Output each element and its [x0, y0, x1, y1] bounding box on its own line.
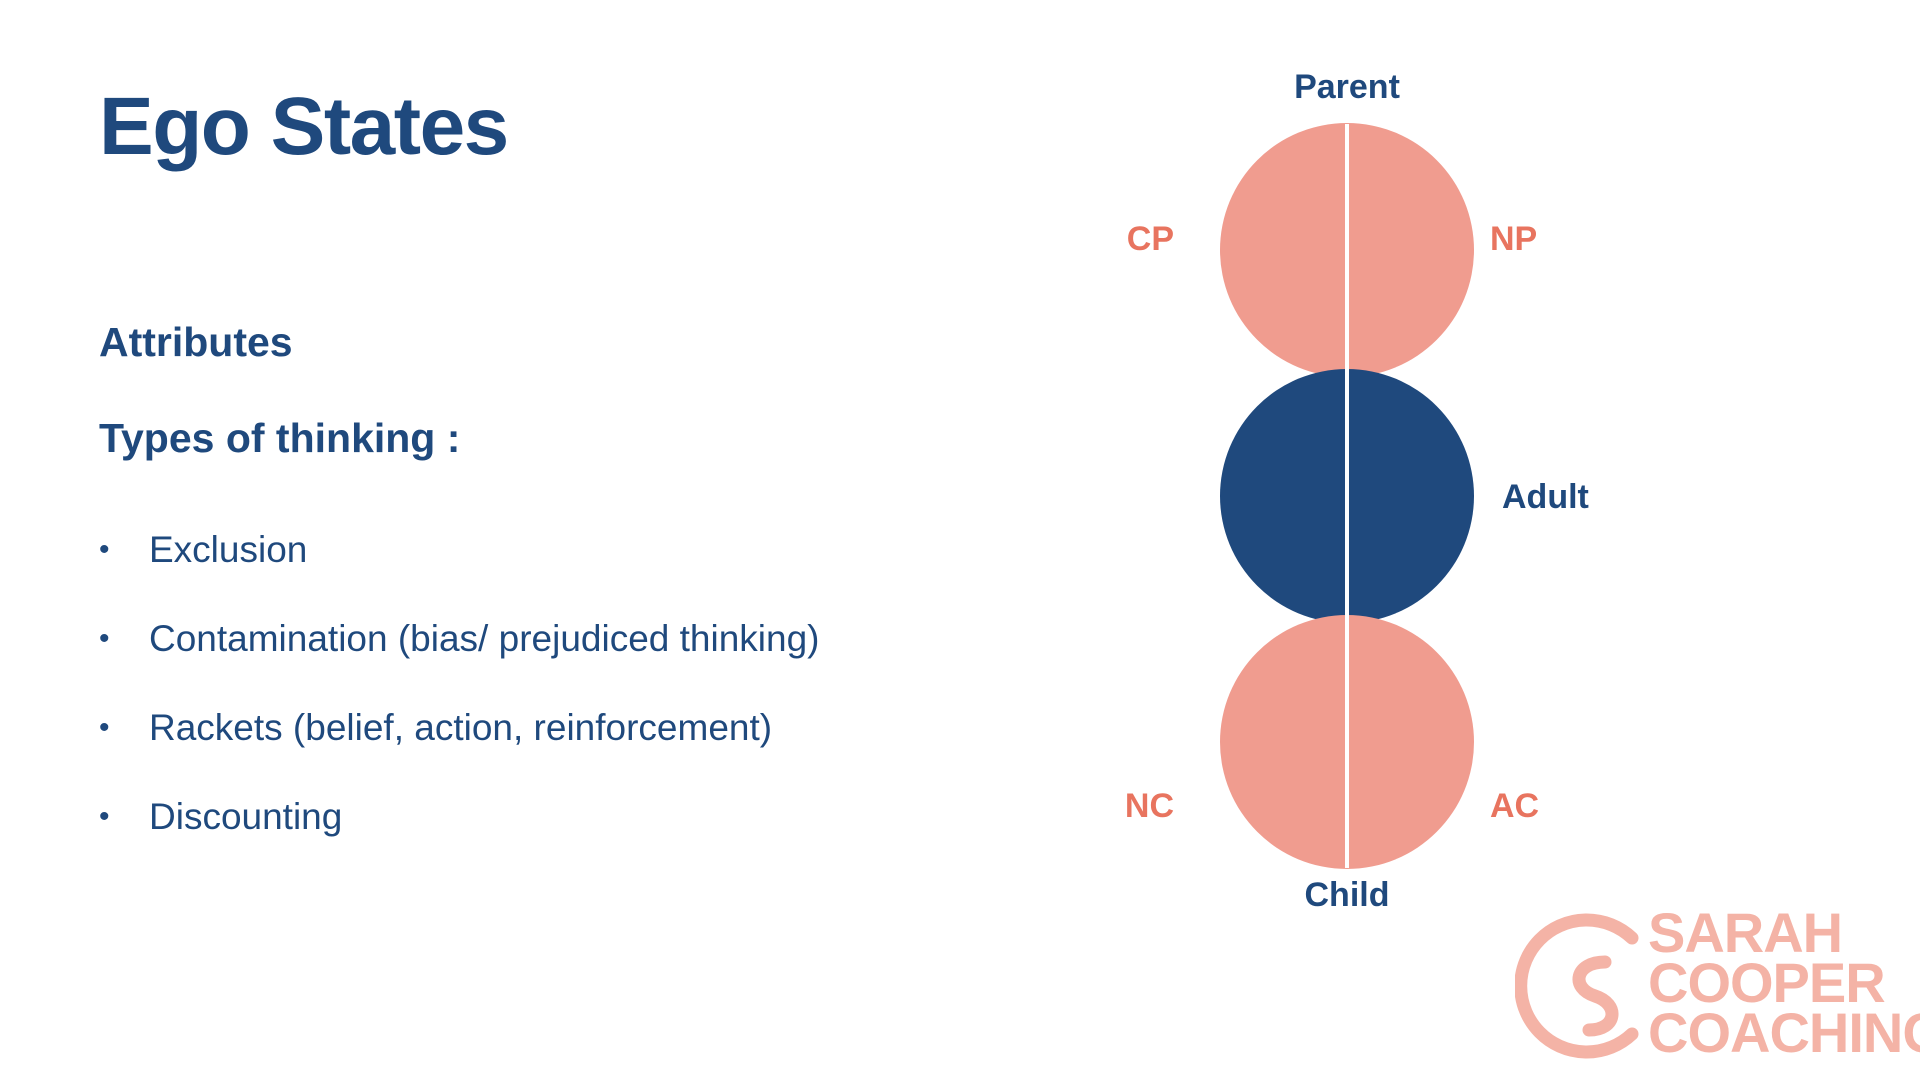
list-item: • Contamination (bias/ prejudiced thinki… — [99, 594, 819, 683]
adult-circle — [1220, 369, 1474, 623]
ac-label: AC — [1490, 787, 1539, 825]
attributes-heading: Attributes — [99, 319, 293, 365]
logo-icon — [1515, 913, 1639, 1059]
bullet-icon: • — [99, 532, 110, 566]
logo-wordmark: SARAH COOPER COACHING — [1648, 901, 1920, 1064]
nc-label: NC — [1125, 787, 1174, 825]
list-item-label: Contamination (bias/ prejudiced thinking… — [149, 617, 820, 659]
np-label: NP — [1490, 220, 1537, 258]
parent-label: Parent — [1294, 68, 1400, 106]
logo-line-2: COOPER — [1648, 951, 1886, 1014]
list-item-label: Rackets (belief, action, reinforcement) — [149, 706, 773, 748]
list-item: • Rackets (belief, action, reinforcement… — [99, 683, 819, 772]
child-circle — [1220, 615, 1474, 869]
list-item-label: Discounting — [149, 795, 343, 837]
logo-line-3: COACHING — [1648, 1001, 1920, 1064]
thinking-types-list: • Exclusion • Contamination (bias/ preju… — [99, 505, 819, 861]
adult-label: Adult — [1502, 478, 1589, 516]
list-item-label: Exclusion — [149, 528, 308, 570]
bullet-icon: • — [99, 621, 110, 655]
parent-circle — [1220, 123, 1474, 377]
bullet-icon: • — [99, 710, 110, 744]
bullet-icon: • — [99, 799, 110, 833]
logo-line-1: SARAH — [1648, 901, 1843, 964]
page-title: Ego States — [99, 81, 509, 172]
types-of-thinking-heading: Types of thinking : — [99, 415, 461, 461]
cp-label: CP — [1127, 220, 1174, 258]
child-label: Child — [1305, 876, 1390, 914]
list-item: • Discounting — [99, 772, 819, 861]
list-item: • Exclusion — [99, 505, 819, 594]
